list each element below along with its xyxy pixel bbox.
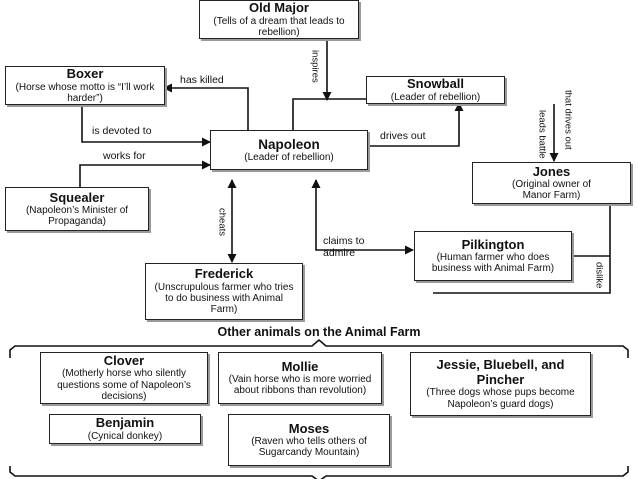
edge-label-claims-to-admire: claims to admire <box>323 235 365 259</box>
node-dogs: Jessie, Bluebell, and Pincher (Three dog… <box>410 352 591 416</box>
edge-label-inspires: inspires <box>309 50 321 83</box>
node-pilkington: Pilkington (Human farmer who does busine… <box>414 231 572 281</box>
node-old-major: Old Major (Tells of a dream that leads t… <box>199 0 359 39</box>
edge-dislike-main <box>433 193 615 294</box>
node-clover-name: Clover <box>103 352 145 368</box>
edge-label-that-drives-out: that drives out <box>562 90 574 150</box>
edge-label-leads-battle: leads battle <box>536 110 548 159</box>
node-boxer-desc: (Horse whose motto is “I’ll work harder”… <box>15 81 155 104</box>
edge-claims-to-admire <box>311 179 414 255</box>
edge-is-devoted-to <box>81 104 211 147</box>
node-mollie-name: Mollie <box>281 358 319 374</box>
edge-drives-out <box>368 102 464 147</box>
node-frederick-name: Frederick <box>194 266 254 282</box>
node-snowball-desc: (Leader of rebellion) <box>390 91 481 103</box>
node-old-major-desc: (Tells of a dream that leads to rebellio… <box>213 15 345 38</box>
node-benjamin-desc: (Cynical donkey) <box>87 430 163 442</box>
edge-label-has-killed: has killed <box>180 74 224 86</box>
brace-bottom <box>9 466 629 479</box>
node-clover-desc: (Motherly horse who silently questions s… <box>57 368 191 402</box>
node-pilkington-name: Pilkington <box>461 236 525 252</box>
node-clover: Clover (Motherly horse who silently ques… <box>40 352 208 404</box>
section-heading-other-animals: Other animals on the Animal Farm <box>217 325 421 339</box>
node-boxer: Boxer (Horse whose motto is “I’ll work h… <box>5 66 165 105</box>
node-moses-name: Moses <box>288 420 330 436</box>
edge-snowball-napoleon <box>292 98 367 130</box>
node-frederick-desc: (Unscrupulous farmer who tries to do bus… <box>154 281 294 316</box>
node-mollie-desc: (Vain horse who is more worried about ri… <box>228 374 372 397</box>
node-moses-desc: (Raven who tells others of Sugarcandy Mo… <box>251 436 367 459</box>
node-benjamin: Benjamin (Cynical donkey) <box>49 414 201 444</box>
node-snowball-name: Snowball <box>406 76 465 92</box>
node-squealer-desc: (Napoleon’s Minister of Propaganda) <box>25 205 129 228</box>
edge-has-killed <box>163 83 249 130</box>
node-snowball: Snowball (Leader of rebellion) <box>366 76 505 104</box>
edge-label-dislike: dislike <box>593 262 605 289</box>
node-benjamin-name: Benjamin <box>95 415 155 431</box>
node-frederick: Frederick (Unscrupulous farmer who tries… <box>145 263 303 320</box>
edge-label-cheats: cheats <box>216 208 228 236</box>
node-squealer: Squealer (Napoleon’s Minister of Propaga… <box>5 187 149 231</box>
node-boxer-name: Boxer <box>66 66 104 82</box>
node-mollie: Mollie (Vain horse who is more worried a… <box>218 352 382 404</box>
node-squealer-name: Squealer <box>49 189 105 205</box>
node-pilkington-desc: (Human farmer who does business with Ani… <box>431 252 555 275</box>
node-napoleon-name: Napoleon <box>258 136 320 152</box>
edge-works-for <box>79 160 211 187</box>
node-moses: Moses (Raven who tells others of Sugarca… <box>228 414 390 466</box>
node-dogs-desc: (Three dogs whose pups become Napoleon’s… <box>426 387 575 410</box>
node-jones-desc: (Original owner of Manor Farm) <box>512 179 591 202</box>
node-jones: Jones (Original owner of Manor Farm) <box>472 162 631 204</box>
brace-top <box>9 338 629 358</box>
node-jones-name: Jones <box>532 163 571 179</box>
edge-label-is-devoted-to: is devoted to <box>92 125 152 137</box>
node-dogs-name: Jessie, Bluebell, and Pincher <box>436 357 565 387</box>
node-napoleon-desc: (Leader of rebellion) <box>244 151 334 163</box>
node-old-major-name: Old Major <box>249 0 309 16</box>
node-napoleon: Napoleon (Leader of rebellion) <box>210 130 368 170</box>
edge-label-drives-out: drives out <box>380 130 426 142</box>
edge-label-works-for: works for <box>103 150 146 162</box>
